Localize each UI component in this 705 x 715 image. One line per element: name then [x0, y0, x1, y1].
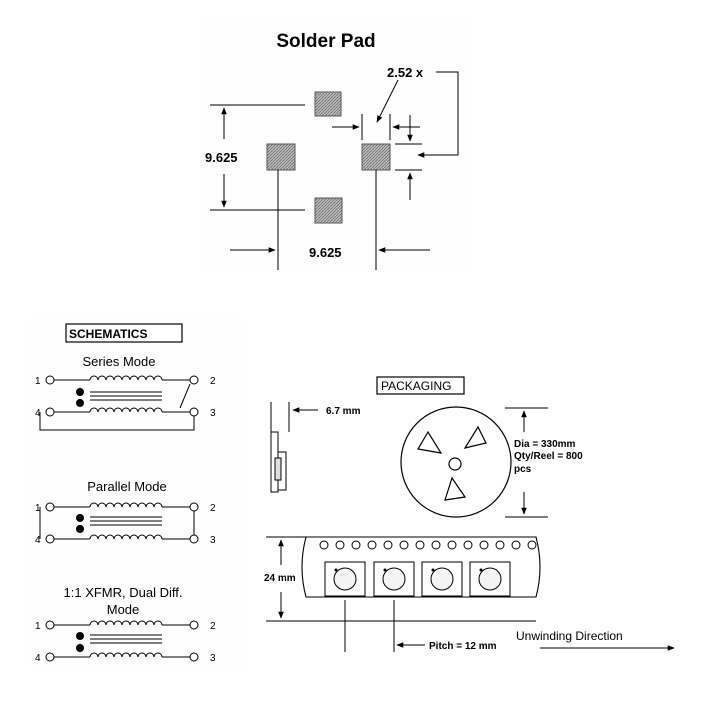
pad-bottom — [314, 197, 343, 224]
horizontal-dimension-label: 9.625 — [309, 245, 342, 260]
schematics-heading: SCHEMATICS — [69, 327, 147, 341]
reel-quantity-unit: pcs — [514, 464, 532, 475]
tape-width-dimension — [266, 536, 536, 622]
pad-top — [314, 91, 342, 117]
sprocket-holes — [319, 540, 537, 550]
pad-left — [266, 143, 296, 171]
pitch-dimension — [344, 600, 425, 652]
parallel-pin-3: 3 — [210, 535, 216, 546]
parallel-mode-title: Parallel Mode — [87, 479, 167, 494]
vertical-dimension-label: 9.625 — [205, 150, 238, 165]
pad-size-label: 2.52 x — [387, 65, 424, 80]
thickness-label: 6.7 mm — [326, 406, 361, 417]
schematics-heading-box — [65, 323, 183, 343]
xfmr-schematic — [45, 620, 199, 662]
pad-right — [361, 143, 391, 171]
xfmr-title-line2: Mode — [107, 602, 140, 617]
parallel-pin-2: 2 — [210, 503, 216, 514]
series-pin-3: 3 — [210, 408, 216, 419]
component-side-view — [270, 402, 318, 493]
solder-pad-panel — [200, 22, 472, 272]
reel-dimension — [505, 407, 548, 518]
xfmr-pin-1: 1 — [35, 621, 41, 632]
series-pin-2: 2 — [210, 376, 216, 387]
tape-width-label: 24 mm — [264, 573, 296, 584]
pad-size-callout — [332, 71, 459, 200]
reel — [400, 406, 512, 518]
tape-pockets — [324, 561, 511, 597]
schematics-section: SCHEMATICS Series Mode 1 4 2 3 Para — [35, 323, 216, 664]
unwinding-direction-label: Unwinding Direction — [516, 629, 623, 643]
reel-quantity-label: Qty/Reel = 800 — [514, 451, 583, 462]
series-pin-1: 1 — [35, 376, 41, 387]
vertical-dimension — [210, 104, 305, 211]
pitch-label: Pitch = 12 mm — [429, 641, 497, 652]
xfmr-pin-2: 2 — [210, 621, 216, 632]
xfmr-pin-4: 4 — [35, 653, 41, 664]
solder-pad-drawing: Solder Pad 9.625 9.625 — [205, 31, 459, 270]
parallel-pin-1: 1 — [35, 503, 41, 514]
series-pin-4: 4 — [35, 408, 41, 419]
horizontal-dimension — [230, 170, 430, 270]
solder-pad-title: Solder Pad — [276, 31, 375, 52]
series-mode-title: Series Mode — [83, 354, 156, 369]
packaging-heading-box — [376, 376, 465, 395]
series-mode-schematic — [39, 375, 199, 431]
parallel-pin-4: 4 — [35, 535, 41, 546]
packaging-heading: PACKAGING — [381, 379, 451, 393]
xfmr-title-line1: 1:1 XFMR, Dual Diff. — [64, 585, 183, 600]
parallel-mode-schematic — [39, 502, 199, 544]
pocket-markers — [334, 568, 483, 572]
reel-diameter-label: Dia = 330mm — [514, 439, 576, 450]
schematics-panel — [30, 318, 244, 668]
packaging-section: PACKAGING 6.7 mm Dia = 330mm Qty/Reel = … — [264, 376, 675, 652]
xfmr-pin-3: 3 — [210, 653, 216, 664]
